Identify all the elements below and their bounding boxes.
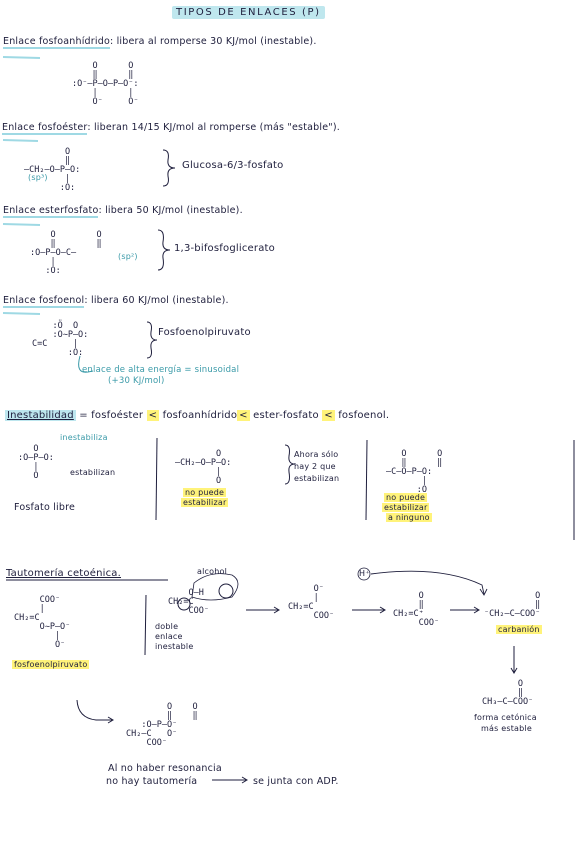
bisphosphoglycerate-label: 1,3-bifosfoglicerato <box>174 243 275 254</box>
h-plus-label: H⁺ <box>359 569 370 578</box>
divider-4 <box>144 594 147 656</box>
circle-double-bond <box>177 597 191 611</box>
divider-1 <box>155 437 158 521</box>
molecule-enolate: O⁻ | CH₂=C COO⁻ <box>288 584 335 621</box>
molecule-oxonium: O ‖ CH₂=C⁺ COO⁻ <box>393 591 440 628</box>
circle-h-plus <box>357 567 371 581</box>
order-c: ester-fosfato <box>253 410 319 421</box>
molecule-enol: O–H CH₂=C COO⁻ <box>168 588 209 616</box>
sp2-label: (sp²) <box>118 252 138 261</box>
no-tautomeria-note: no hay tautomería <box>106 776 198 787</box>
desc-fosfoanhidrido: : libera al romperse 30 KJ/mol (inestabl… <box>109 36 317 47</box>
h-plus-arrow <box>370 570 485 595</box>
keto-form-label: forma cetónica <box>474 713 537 722</box>
molecule-keto: O ‖ CH₃–C–COO⁻ <box>482 679 534 707</box>
arrow-1-head <box>273 606 280 614</box>
term-tautomeria: Tautomería cetoénica. <box>6 568 122 579</box>
brace-glucose <box>162 149 176 187</box>
ahora-solo: Ahora sólo <box>294 450 339 459</box>
circle-hydrogen <box>218 583 234 599</box>
hook-arrow-head <box>107 716 114 724</box>
section-esterfosfato: Enlace esterfosfato: libera 50 KJ/mol (i… <box>3 205 243 218</box>
desc-fosfoenol: : libera 60 KJ/mol (inestable). <box>84 295 229 306</box>
order-b: fosfoanhídrido <box>162 410 238 421</box>
arrow-down-head <box>510 667 518 674</box>
brace-pep <box>146 321 158 359</box>
estabilizar-2: estabilizar <box>382 503 430 512</box>
section-tautomeria: Tautomería cetoénica. <box>6 568 121 579</box>
h-plus-arrow-head <box>479 588 488 596</box>
arrow-adp-head <box>241 776 248 784</box>
accent-stroke-3 <box>2 223 41 226</box>
pep-label: Fosfoenolpiruvato <box>158 327 251 338</box>
no-puede-1: no puede <box>183 488 227 497</box>
desc-fosfoester: : liberan 14/15 KJ/mol al romperse (más … <box>87 122 340 133</box>
molecule-phosphoenol: :Ö O :O∼P–O: C=C | :O: <box>32 321 89 358</box>
lt-1: < <box>146 410 160 421</box>
hook-arrow <box>76 699 112 721</box>
pep-label-2: fosfoenolpiruvato <box>12 660 90 669</box>
glucose-phosphate-label: Glucosa-6/3-fosfato <box>182 160 284 171</box>
brace-estabilizan <box>284 444 296 485</box>
alcohol-label: alcohol <box>197 567 228 576</box>
accent-stroke-4 <box>2 312 41 315</box>
molecule-pep: COO⁻ | CH₂=C O∼P–O⁻ | O⁻ <box>14 595 71 650</box>
section-fosfoanhidrido: Enlace fosfoanhídrido: libera al rompers… <box>3 36 317 49</box>
molecule-esterphosphate: O O ‖ ‖ :O–P–O–C– | :O: <box>30 230 102 276</box>
estabilizan-2: estabilizan <box>294 474 340 483</box>
molecule-free-phosphate: O :O–P–O: | O <box>18 444 54 481</box>
high-energy-note: enlace de alta energía = sinusoidal <box>82 365 240 375</box>
arrow-3-head <box>473 606 480 614</box>
section-fosfoester: Enlace fosfoéster: liberan 14/15 KJ/mol … <box>2 122 340 135</box>
accent-stroke-2 <box>2 139 39 142</box>
term-esterfosfato: Enlace esterfosfato <box>3 205 99 218</box>
molecule-esterphosphate-2: O O ‖ ‖ –C–O–P–O: | :O <box>386 449 443 495</box>
more-stable-label: más estable <box>481 724 532 733</box>
lt-2: < <box>237 410 250 421</box>
no-resonance-note: Al no haber resonancia <box>108 763 222 774</box>
estabilizar-1: estabilizar <box>181 498 229 507</box>
term-fosfoenol: Enlace fosfoenol <box>3 295 85 308</box>
molecule-pyrophosphate: O O ‖ ‖ :O⁻–P–O–P–O⁻: | | O⁻ O⁻ <box>72 61 139 107</box>
doble-label: doble <box>155 622 179 631</box>
a-ninguno: a ninguno <box>386 513 432 522</box>
no-puede-2: no puede <box>384 493 428 502</box>
page-title: TIPOS DE ENLACES (P) <box>172 6 325 19</box>
order-d: fosfoenol. <box>338 410 390 421</box>
inestabiliza-label: inestabiliza <box>60 433 108 442</box>
term-inestabilidad: Inestabilidad <box>5 410 76 421</box>
molecule-pep-resonance: O O ‖ ‖ :O–P–O⁻ CH₂–C O⁻ COO⁻ <box>126 702 198 748</box>
estabilizan-label: estabilizan <box>70 468 116 477</box>
section-fosfoenol: Enlace fosfoenol: libera 60 KJ/mol (ines… <box>3 295 229 308</box>
brace-bpg <box>157 229 171 271</box>
molecule-phosphoester: O ‖ –CH₂–O–P–O: | :O: <box>24 147 81 193</box>
circle-oh-group <box>191 573 239 601</box>
high-energy-arrow <box>78 355 94 373</box>
inestable-label: inestable <box>155 642 194 651</box>
term-fosfoanhidrido: Enlace fosfoanhídrido <box>3 36 110 49</box>
equals-sign: = <box>75 410 88 421</box>
molecule-phosphoester-2: O –CH₂–O–P–O: | O <box>175 449 232 486</box>
free-phosphate-label: Fosfato libre <box>14 502 76 513</box>
lt-3: < <box>322 410 335 421</box>
sp3-label: (sp³) <box>28 173 48 182</box>
hay-2-que: hay 2 que <box>294 462 336 471</box>
energy-value-note: (+30 KJ/mol) <box>108 376 165 386</box>
carbanion-label: carbanión <box>496 625 542 634</box>
adp-note: se junta con ADP. <box>253 776 339 787</box>
term-fosfoester: Enlace fosfoéster <box>2 122 88 135</box>
order-a: fosfoéster <box>91 410 144 421</box>
arrow-2-head <box>379 606 386 614</box>
section-inestabilidad: Inestabilidad = fosfoéster < fosfoanhídr… <box>5 410 389 421</box>
molecule-carbanion: O ‖ ⁻CH₂–C–COO⁻ <box>484 591 541 619</box>
divider-2 <box>365 439 368 521</box>
accent-stroke-1 <box>2 56 41 59</box>
enlace-label: enlace <box>155 632 183 641</box>
desc-esterfosfato: : libera 50 KJ/mol (inestable). <box>98 205 243 216</box>
